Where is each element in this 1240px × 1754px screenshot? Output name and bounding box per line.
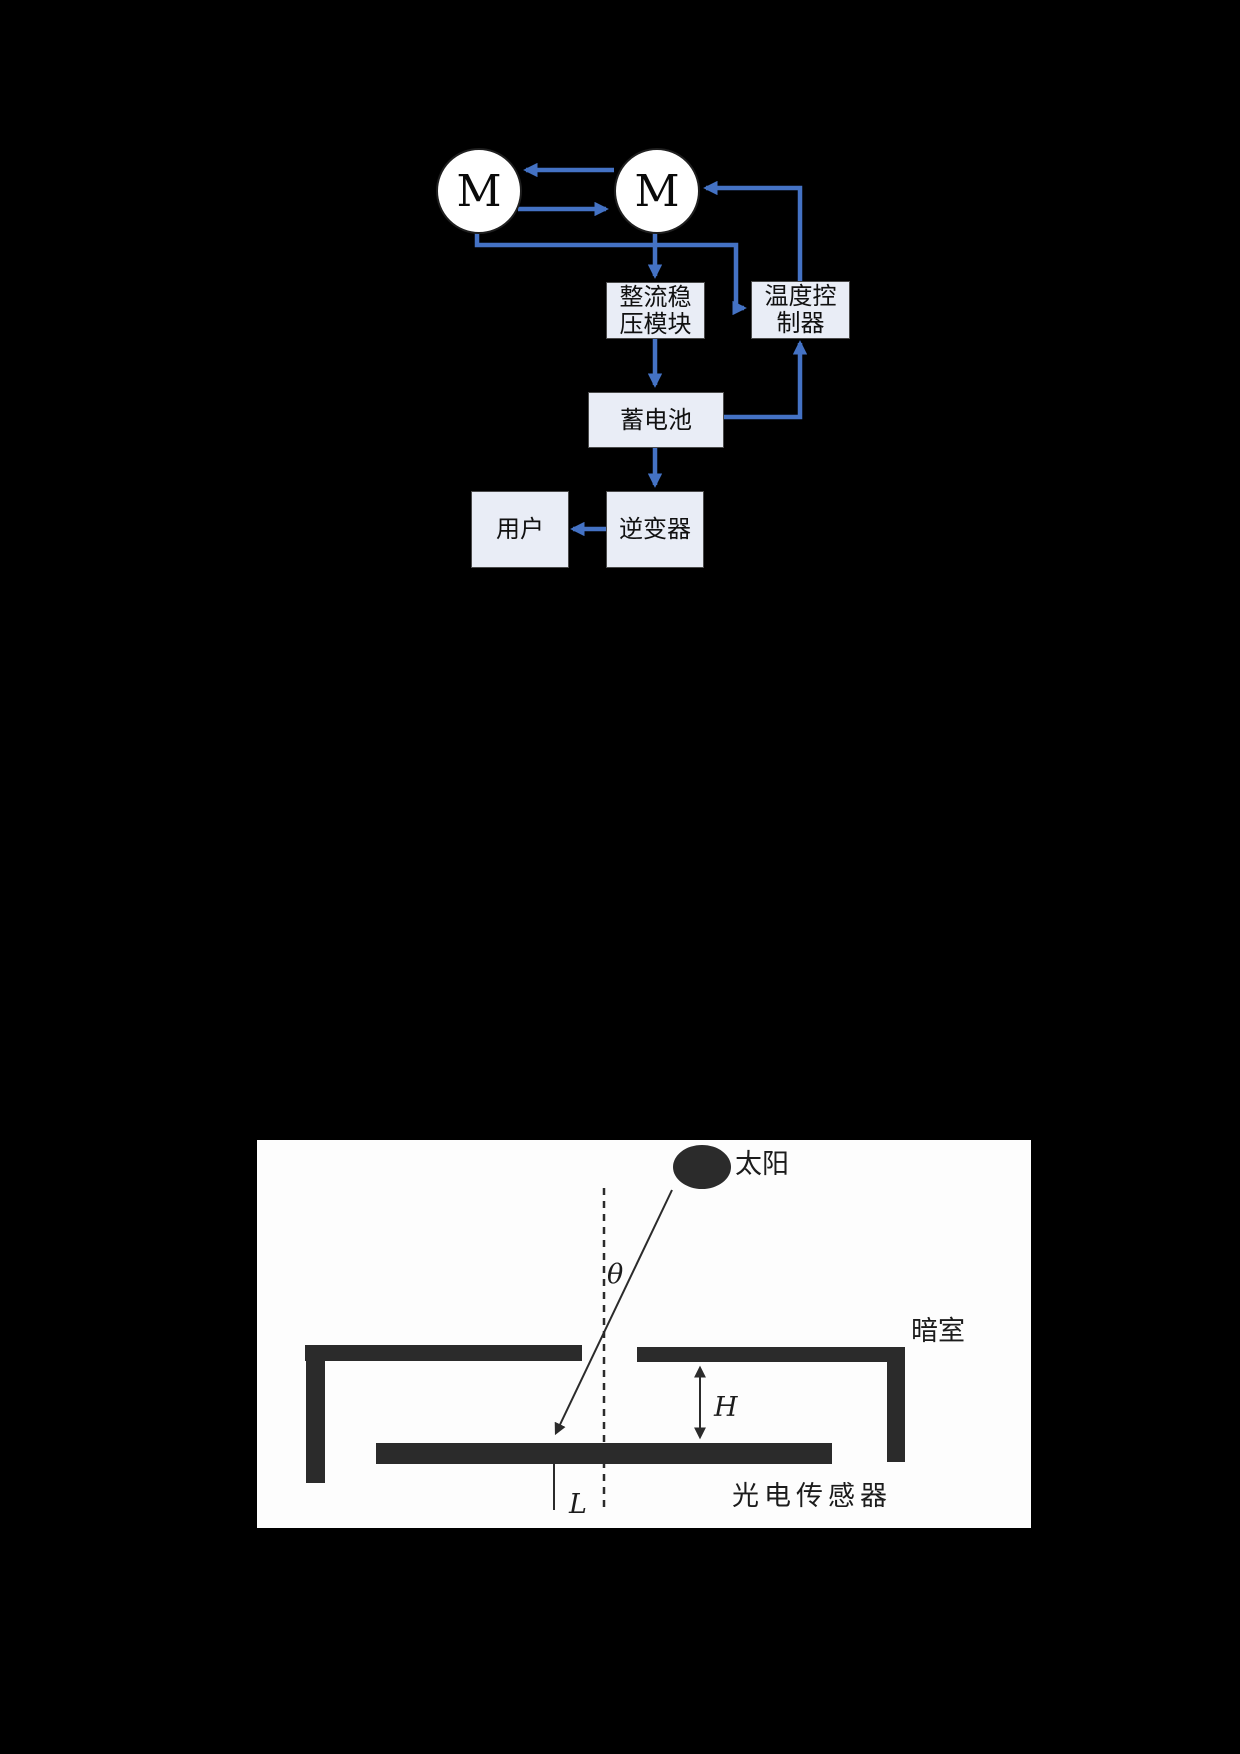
- user-box: 用户: [471, 491, 569, 568]
- battery-box: 蓄电池: [588, 392, 724, 448]
- arrow-battery-to-temp-controller: [722, 340, 808, 420]
- temp-controller-label-line1: 温度控: [764, 282, 837, 310]
- photo-sensor-bar: [376, 1443, 832, 1464]
- darkroom-label: 暗室: [911, 1316, 965, 1347]
- rectifier-label-line2: 压模块: [619, 309, 692, 338]
- darkroom-wall-left: [306, 1345, 325, 1483]
- inverter-box: 逆变器: [606, 491, 704, 568]
- darkroom-ceiling-left: [305, 1345, 582, 1361]
- photo-sensor-label: 光电传感器: [732, 1481, 892, 1512]
- user-label: 用户: [496, 515, 544, 543]
- rectifier-box: 整流稳 压模块: [606, 282, 705, 339]
- darkroom-wall-right: [887, 1347, 905, 1462]
- motor-node-left: M: [436, 148, 522, 234]
- motor-node-right: M: [614, 148, 700, 234]
- rectifier-label-line1: 整流稳: [619, 282, 692, 311]
- arrow-temp-controller-to-motor-right: [703, 180, 803, 281]
- temp-controller-box: 温度控 制器: [751, 281, 850, 339]
- sun-diagram-drawing: [305, 1145, 905, 1511]
- sun-ray-arrow: [554, 1189, 673, 1436]
- height-label: H: [714, 1392, 738, 1423]
- temp-controller-label-line2: 制器: [776, 309, 825, 337]
- darkroom-ceiling-right: [637, 1347, 905, 1362]
- sun-icon: [673, 1145, 731, 1189]
- arrow-motors-to-temp-controller: [474, 228, 747, 316]
- motor-left-label: M: [456, 165, 502, 217]
- inverter-label: 逆变器: [619, 515, 691, 543]
- motor-right-label: M: [634, 165, 680, 217]
- sun-diagram-panel: 太阳 暗室 θ H L 光电传感器: [257, 1140, 1031, 1528]
- battery-label: 蓄电池: [620, 405, 692, 434]
- flowchart-connectors: [474, 162, 808, 537]
- theta-angle-label: θ: [607, 1259, 624, 1290]
- sun-label: 太阳: [735, 1149, 789, 1180]
- distance-label: L: [569, 1489, 587, 1520]
